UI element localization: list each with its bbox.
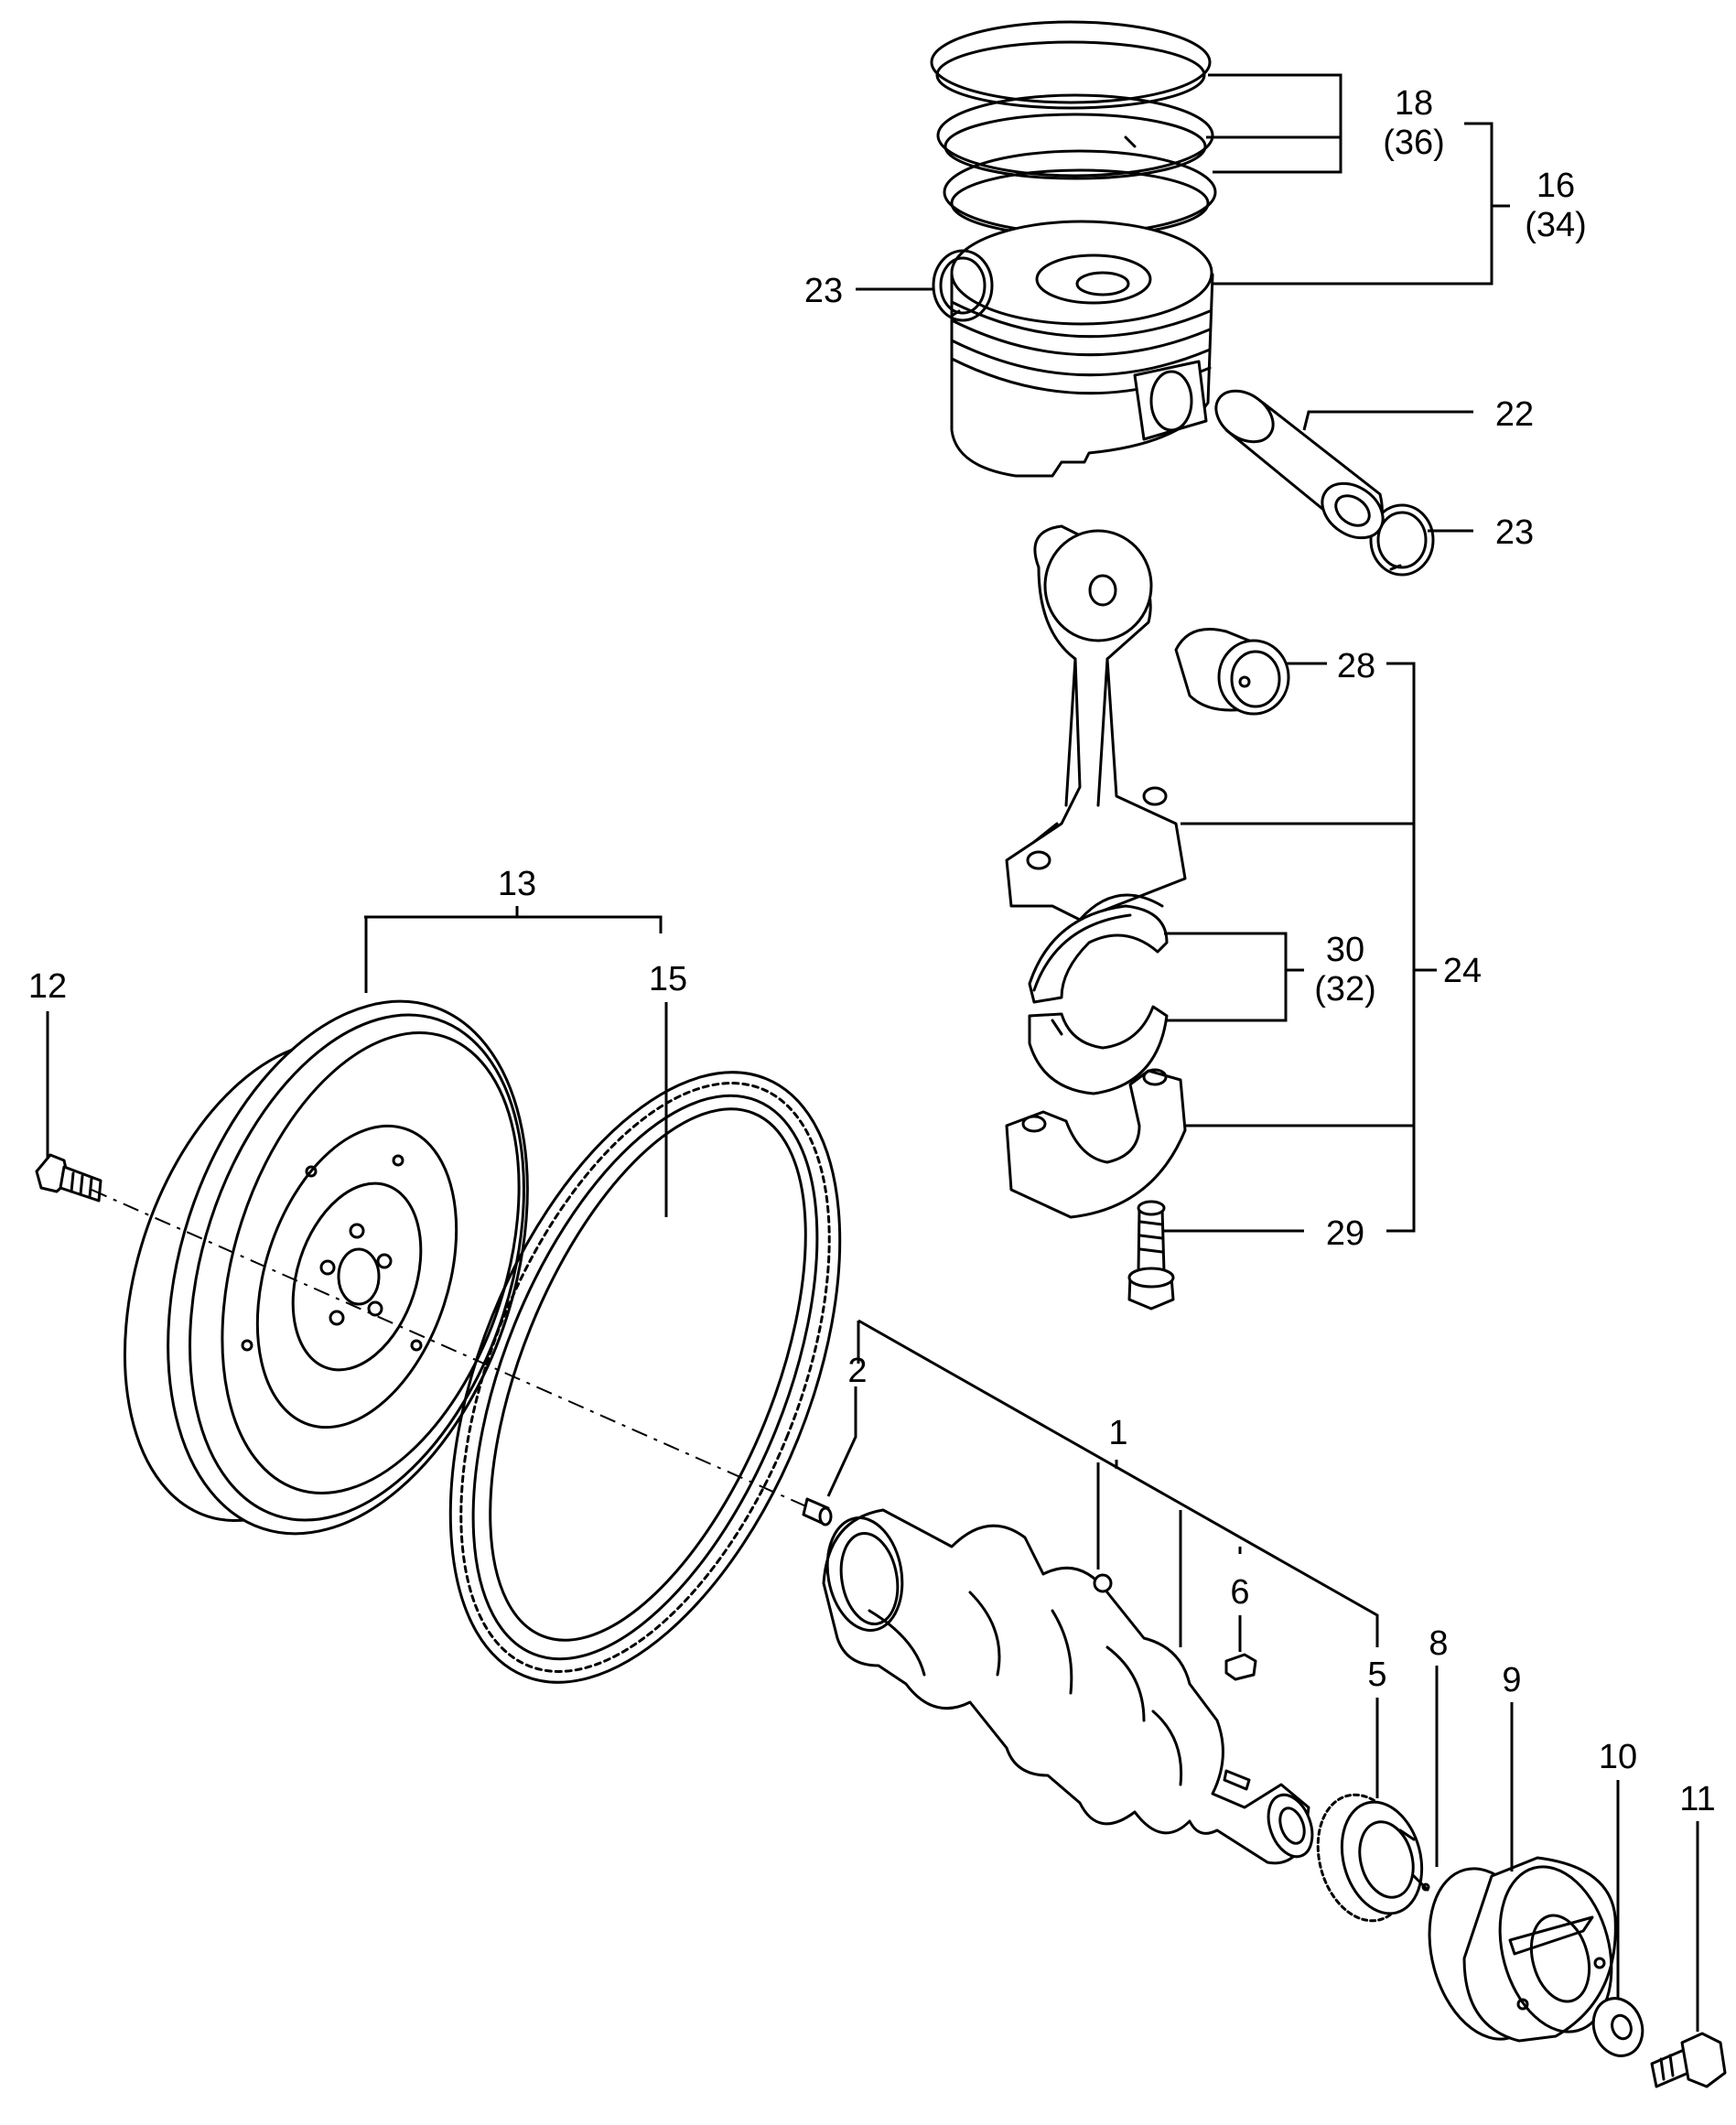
woodruff-key bbox=[1224, 1653, 1257, 1681]
label-29: 29 bbox=[1326, 1214, 1364, 1253]
label-18: 18 bbox=[1395, 84, 1433, 123]
connecting-rod bbox=[1005, 524, 1187, 922]
leader-lines bbox=[46, 73, 1699, 2032]
piston-pin bbox=[1214, 389, 1385, 540]
ring-gear bbox=[448, 1071, 842, 1684]
label-16-alt: (34) bbox=[1525, 206, 1587, 244]
label-6: 6 bbox=[1230, 1573, 1249, 1612]
label-5: 5 bbox=[1367, 1656, 1386, 1694]
piston-rings bbox=[930, 20, 1217, 238]
washer bbox=[1591, 1997, 1644, 2057]
circlip-left bbox=[932, 249, 994, 322]
label-16: 16 bbox=[1537, 167, 1575, 205]
rod-bolt bbox=[1127, 1200, 1175, 1311]
crank-gear bbox=[1316, 1793, 1424, 1923]
crankshaft bbox=[822, 1508, 1314, 1865]
crank-pulley bbox=[1428, 1856, 1617, 2043]
label-2: 2 bbox=[847, 1352, 867, 1390]
label-22: 22 bbox=[1495, 395, 1534, 434]
label-30-alt: (32) bbox=[1314, 970, 1376, 1009]
gear-pin bbox=[1412, 1874, 1430, 1892]
label-8: 8 bbox=[1429, 1624, 1448, 1663]
label-12: 12 bbox=[28, 967, 67, 1006]
label-30: 30 bbox=[1326, 931, 1364, 969]
label-18-alt: (36) bbox=[1383, 124, 1445, 162]
part-labels: 18 (36) 16 (34) 23 22 23 28 30 (32) 24 2… bbox=[28, 84, 1716, 1818]
label-23-right: 23 bbox=[1495, 513, 1534, 552]
pulley-bolt bbox=[1650, 2032, 1727, 2088]
flywheel bbox=[123, 999, 529, 1536]
label-1: 1 bbox=[1108, 1414, 1127, 1452]
label-15: 15 bbox=[649, 960, 687, 998]
piston bbox=[950, 220, 1214, 478]
circlip-right bbox=[1369, 503, 1435, 577]
connecting-rod-cap bbox=[1005, 1068, 1187, 1219]
upper-bearing-shell bbox=[1028, 904, 1169, 1004]
label-24: 24 bbox=[1443, 952, 1482, 990]
label-28: 28 bbox=[1337, 647, 1375, 685]
label-23-left: 23 bbox=[804, 272, 843, 310]
label-10: 10 bbox=[1599, 1738, 1637, 1776]
label-11: 11 bbox=[1679, 1780, 1715, 1818]
flywheel-bolt bbox=[35, 1153, 102, 1203]
dowel-pin bbox=[802, 1497, 833, 1526]
axis-line bbox=[91, 1189, 815, 1511]
lower-bearing-shell bbox=[1028, 1005, 1169, 1095]
small-end-bush bbox=[1174, 628, 1290, 716]
label-13: 13 bbox=[498, 865, 536, 903]
label-9: 9 bbox=[1502, 1661, 1521, 1699]
